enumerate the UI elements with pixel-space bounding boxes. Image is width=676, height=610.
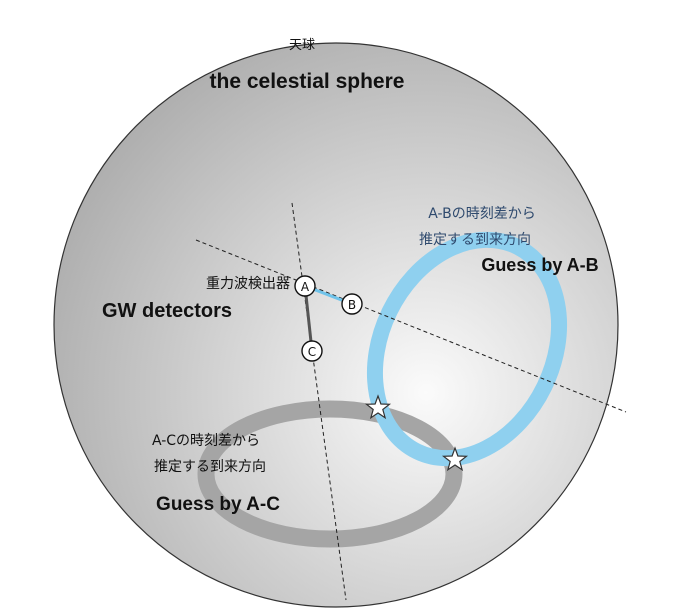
detector-a[interactable]: A (294, 275, 316, 297)
detector-b-label: B (348, 298, 356, 312)
ab-axis-dashed-line (195, 239, 627, 413)
ac-baseline (303, 285, 314, 352)
detector-b[interactable]: B (341, 293, 363, 315)
ac-guess-ring (197, 400, 463, 548)
detector-c[interactable]: C (301, 340, 323, 362)
detector-c-label: C (308, 345, 316, 359)
intersection-star-icon (364, 394, 392, 420)
detectors-label-jp: 重力波検出器 (206, 276, 290, 292)
ac-note-line1: A-Cの時刻差から (152, 433, 260, 449)
ab-guess-label: Guess by A-B (481, 255, 598, 275)
intersection-star-icon (441, 446, 469, 472)
ac-note-line2: 推定する到来方向 (154, 459, 266, 475)
ab-note-line1: A-Bの時刻差から (428, 206, 535, 222)
sphere-title-jp: 天球 (289, 38, 315, 53)
detector-a-label: A (301, 280, 310, 294)
celestial-sphere (53, 42, 619, 608)
ab-note-line2: 推定する到来方向 (419, 232, 531, 248)
ab-guess-ring (366, 231, 568, 467)
ac-axis-dashed-line (291, 202, 347, 601)
sphere-title-en: the celestial sphere (210, 70, 405, 93)
ac-guess-label: Guess by A-C (156, 494, 280, 515)
detectors-label-en: GW detectors (102, 300, 232, 322)
